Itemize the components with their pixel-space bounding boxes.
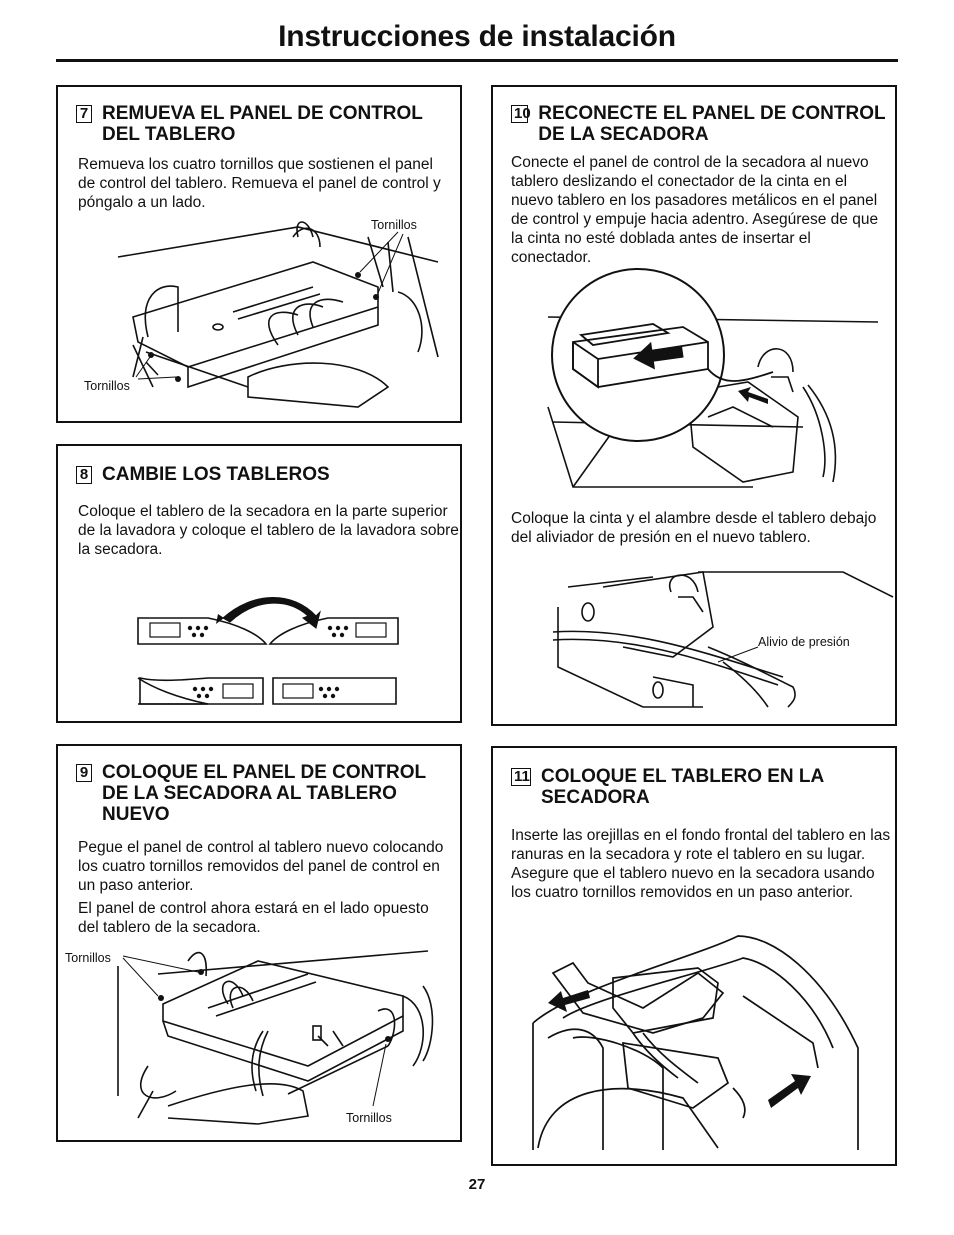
pressure-relief-pointer (717, 646, 759, 663)
step-10-illustration-bottom (552, 571, 894, 708)
step-10-text-1: Conecte el panel de control de la secado… (511, 154, 879, 266)
step-10-text-2: Coloque la cinta y el alambre desde el t… (511, 510, 877, 546)
step-8-panel: 8 CAMBIE LOS TABLEROS Coloque el tablero… (56, 444, 462, 723)
step-10-panel: 10 RECONECTE EL PANEL DE CONTROL DE LA S… (491, 85, 897, 726)
step-9-heading: 9 COLOQUE EL PANEL DE CONTROL DE LA SECA… (76, 762, 456, 825)
step-7-heading: 7 REMUEVA EL PANEL DE CONTROL DEL TABLER… (76, 103, 446, 145)
step-11-text: Inserte las orejillas en el fondo fronta… (511, 827, 891, 901)
step-7-number: 7 (76, 105, 92, 123)
step-9-label-screws-left: Tornillos (65, 951, 111, 965)
step-8-number: 8 (76, 466, 92, 484)
page-title: Instrucciones de instalación (278, 20, 676, 53)
step-7-text: Remueva los cuatro tornillos que sostien… (78, 156, 441, 211)
step-11-heading: 11 COLOQUE EL TABLERO EN LA SECADORA (511, 766, 891, 808)
step-9-title: COLOQUE EL PANEL DE CONTROL DE LA SECADO… (102, 762, 426, 825)
insert-arrow-icon (633, 341, 684, 370)
step-7-label-screws-top: Tornillos (371, 218, 417, 232)
step-7-label-screws-left: Tornillos (84, 379, 130, 393)
step-9-illustration (117, 950, 434, 1125)
step-10-illustration-top (547, 268, 879, 488)
step-11-panel: 11 COLOQUE EL TABLERO EN LA SECADORA Ins… (491, 746, 897, 1166)
step-10-number: 10 (511, 105, 531, 123)
insert-arrow-small-icon (738, 387, 768, 404)
step-7-panel: 7 REMUEVA EL PANEL DE CONTROL DEL TABLER… (56, 85, 462, 423)
insert-arrow-right-icon (768, 1074, 811, 1108)
step-9-panel: 9 COLOQUE EL PANEL DE CONTROL DE LA SECA… (56, 744, 462, 1142)
step-10-title: RECONECTE EL PANEL DE CONTROL DE LA SECA… (538, 103, 886, 145)
step-8-title: CAMBIE LOS TABLEROS (102, 464, 330, 485)
page-number: 27 (468, 1176, 486, 1193)
step-9-number: 9 (76, 764, 92, 782)
step-8-illustration (137, 597, 399, 705)
step-8-text: Coloque el tablero de la secadora en la … (78, 503, 459, 558)
step-11-title: COLOQUE EL TABLERO EN LA SECADORA (541, 766, 824, 808)
step-8-heading: 8 CAMBIE LOS TABLEROS (76, 464, 446, 485)
step-7-title: REMUEVA EL PANEL DE CONTROL DEL TABLERO (102, 103, 423, 145)
step-9-text: Pegue el panel de control al tablero nue… (78, 839, 444, 936)
insert-arrow-left-icon (548, 990, 590, 1012)
swap-arrow-icon (222, 597, 321, 629)
step-10-label-pressure-relief: Alivio de presión (758, 635, 850, 649)
title-rule (56, 59, 898, 62)
step-7-illustration (117, 221, 439, 408)
step-11-illustration (532, 935, 859, 1150)
step-10-heading: 10 RECONECTE EL PANEL DE CONTROL DE LA S… (511, 103, 891, 145)
step-11-number: 11 (511, 768, 531, 786)
step-9-label-screws-bottom: Tornillos (346, 1111, 392, 1125)
